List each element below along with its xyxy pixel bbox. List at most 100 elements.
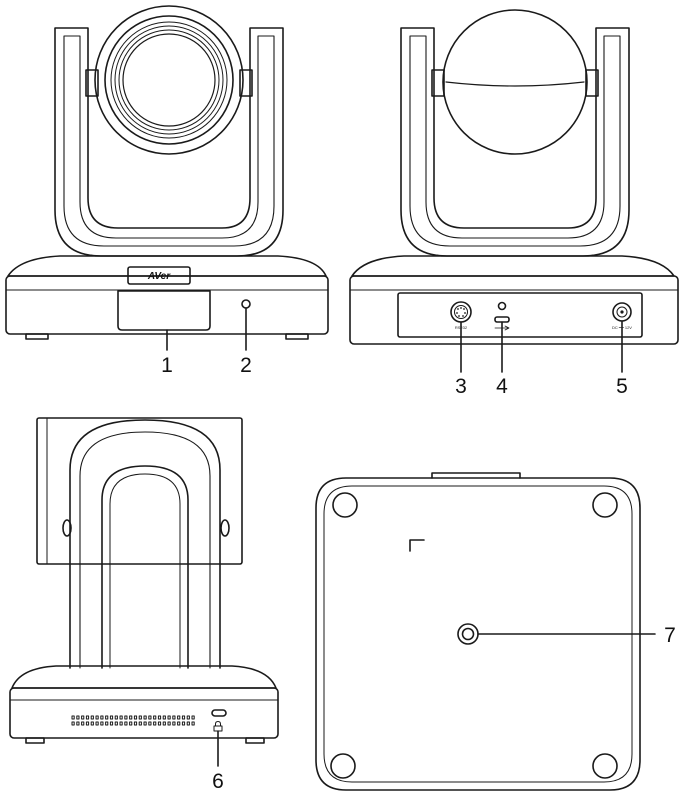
vent-slot — [162, 721, 166, 726]
vent-slot — [95, 721, 99, 726]
callout-7: 7 — [664, 624, 676, 647]
back-pivot-left — [431, 69, 445, 97]
vent-slot — [157, 715, 162, 720]
back-io-panel — [397, 292, 643, 338]
vent-slot — [76, 715, 80, 720]
vent-slot — [124, 721, 128, 726]
vent-slot — [124, 715, 128, 720]
vent-slot — [186, 715, 190, 720]
bottom-foot-tr — [592, 492, 618, 518]
vent-slot — [191, 721, 195, 726]
vent-slot — [100, 715, 104, 720]
vent-slot — [181, 721, 186, 726]
side-arm-outer — [69, 419, 221, 669]
front-foot-left — [25, 333, 49, 340]
callout-1: 1 — [161, 354, 173, 377]
callout-4: 4 — [496, 375, 508, 398]
vent-slot — [177, 715, 181, 720]
side-vents — [71, 715, 195, 726]
front-ir-window — [117, 290, 211, 331]
side-head-box — [36, 417, 243, 565]
back-shell — [442, 9, 588, 155]
back-view: RS232 DC ━━ 12V 3 4 5 — [349, 9, 679, 398]
front-yoke-outer — [54, 27, 284, 257]
reset-pinhole — [497, 301, 507, 311]
bottom-plate-inner — [323, 485, 633, 783]
side-foot-left — [25, 737, 45, 744]
front-pivot-right — [239, 69, 253, 97]
vent-slot — [119, 715, 123, 720]
bottom-tab — [431, 472, 521, 479]
side-base-body — [9, 687, 279, 739]
vent-slot — [105, 715, 109, 720]
callout-5: 5 — [616, 375, 628, 398]
vent-slot — [71, 715, 75, 720]
vent-slot — [148, 715, 152, 720]
side-foot-right — [245, 737, 265, 744]
front-lens-ring-2 — [110, 21, 228, 139]
vent-slot — [162, 715, 166, 720]
back-yoke-inner — [409, 35, 621, 247]
vent-slot — [133, 715, 138, 720]
bottom-view: 7 — [315, 472, 676, 791]
vent-slot — [114, 715, 118, 720]
back-base-top — [351, 255, 675, 277]
vent-slot — [90, 715, 94, 720]
bottom-foot-tl — [332, 492, 358, 518]
front-lens-glass — [122, 33, 216, 127]
back-yoke-outer — [400, 27, 630, 257]
vent-slot — [143, 721, 147, 726]
lock-icon — [213, 721, 223, 732]
vent-slot — [85, 721, 90, 726]
front-base-top — [7, 255, 327, 277]
back-base-body — [349, 275, 679, 345]
bottom-corner-mark — [409, 539, 425, 552]
vent-slot — [85, 715, 90, 720]
side-arm-inner — [101, 465, 189, 669]
bottom-plate-outer — [315, 477, 641, 791]
vent-slot — [138, 715, 142, 720]
vent-slot — [95, 715, 99, 720]
vent-slot — [129, 715, 133, 720]
front-logo-plate — [127, 266, 191, 285]
vent-slot — [167, 715, 171, 720]
vent-slot — [119, 721, 123, 726]
front-lens-ring-3 — [114, 25, 224, 135]
vent-slot — [148, 721, 152, 726]
front-logo: AVer — [147, 271, 171, 282]
vent-slot — [167, 721, 171, 726]
back-pivot-right — [585, 69, 599, 97]
vent-slot — [133, 721, 138, 726]
front-lens-ring-4 — [118, 29, 220, 131]
kensington-slot — [211, 709, 227, 717]
tripod-mount-inner — [461, 627, 475, 641]
tripod-mount-outer — [457, 623, 479, 645]
side-arm-mid — [79, 431, 211, 669]
callout-2: 2 — [240, 354, 252, 377]
front-pivot-left — [85, 69, 99, 97]
side-pivot-right — [220, 519, 230, 537]
vent-slot — [172, 715, 176, 720]
vent-slot — [157, 721, 162, 726]
side-arm-inner-edge — [109, 473, 181, 669]
front-view: AVer 1 2 — [5, 5, 329, 377]
vent-slot — [105, 721, 109, 726]
front-indicator-led — [241, 299, 251, 309]
vent-slot — [90, 721, 94, 726]
vent-slot — [153, 715, 157, 720]
bottom-foot-br — [592, 753, 618, 779]
vent-slot — [100, 721, 104, 726]
vent-slot — [138, 721, 142, 726]
callout-6: 6 — [212, 770, 224, 793]
side-base-top — [11, 665, 277, 689]
vent-slot — [81, 721, 85, 726]
vent-slot — [81, 715, 85, 720]
front-lens-ring-1 — [104, 15, 234, 145]
front-lens-outer — [94, 5, 244, 155]
front-foot-right — [285, 333, 309, 340]
vent-slot — [76, 721, 80, 726]
side-view: 6 — [9, 417, 279, 793]
vent-slot — [109, 715, 114, 720]
vent-slot — [172, 721, 176, 726]
